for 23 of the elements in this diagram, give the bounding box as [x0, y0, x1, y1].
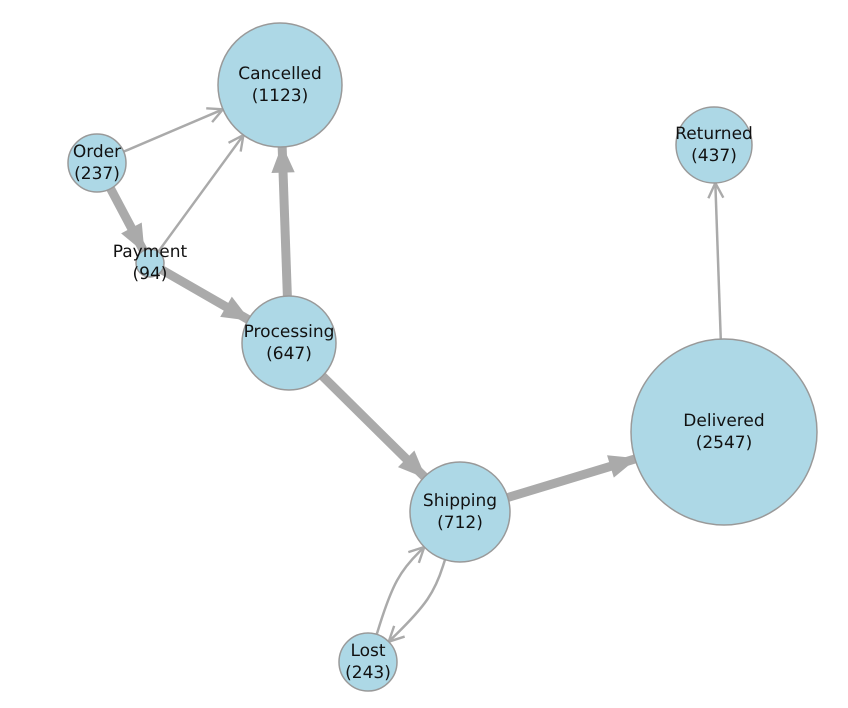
node-label: Lost (243) — [345, 640, 391, 684]
arrow — [123, 107, 224, 153]
arrow — [157, 134, 245, 252]
arrow — [106, 186, 148, 253]
node-label: Payment (94) — [112, 241, 188, 285]
arrow — [160, 266, 251, 324]
arrow — [707, 182, 725, 340]
arrow — [506, 454, 638, 502]
arrow — [376, 546, 426, 635]
node-label: Processing (647) — [244, 321, 334, 365]
arrow — [388, 559, 446, 643]
state-circle — [410, 462, 510, 562]
node-label: Order (237) — [72, 141, 122, 185]
node-label: Cancelled (1123) — [238, 63, 322, 107]
node-label: Shipping (712) — [422, 490, 498, 534]
arrow — [319, 372, 428, 480]
state-circle — [676, 107, 752, 183]
state-circle — [339, 633, 397, 691]
state-circle — [631, 339, 817, 525]
state-circle — [67, 134, 127, 192]
node-label: Delivered (2547) — [683, 410, 765, 454]
node-label: Returned (437) — [675, 123, 753, 167]
state-circle — [218, 23, 342, 147]
